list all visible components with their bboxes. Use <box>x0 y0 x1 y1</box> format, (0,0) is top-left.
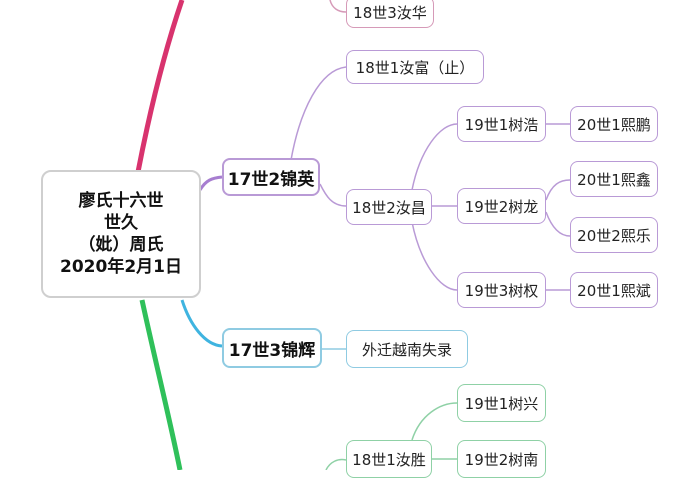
node-19-3-shuquan[interactable]: 19世3树权 <box>457 272 546 308</box>
node-17-2-jinying[interactable]: 17世2锦英 <box>222 158 320 196</box>
node-19-1-shuhao[interactable]: 19世1树浩 <box>457 106 546 142</box>
root-node[interactable]: 廖氏十六世 世久 （妣）周氏 2020年2月1日 <box>41 170 201 298</box>
node-19-1-shuxing[interactable]: 19世1树兴 <box>457 384 546 422</box>
node-19-2-shunan[interactable]: 19世2树南 <box>457 440 546 478</box>
node-emigrated-vietnam[interactable]: 外迁越南失录 <box>346 330 468 368</box>
node-20-1-xibin[interactable]: 20世1熙斌 <box>570 272 658 308</box>
node-18-1-rusheng[interactable]: 18世1汝胜 <box>346 440 432 478</box>
node-20-1-xipeng[interactable]: 20世1熙鹏 <box>570 106 658 142</box>
node-19-2-shulong[interactable]: 19世2树龙 <box>457 188 546 224</box>
root-line-1: 廖氏十六世 <box>78 191 164 211</box>
node-20-1-xixin[interactable]: 20世1熙鑫 <box>570 161 658 197</box>
node-20-2-xile[interactable]: 20世2熙乐 <box>570 217 658 253</box>
root-line-2: 世久 <box>104 213 138 233</box>
node-18-2-ruchang[interactable]: 18世2汝昌 <box>346 189 432 225</box>
node-18-1-rufu[interactable]: 18世1汝富（止） <box>346 50 484 84</box>
root-line-4: 2020年2月1日 <box>60 257 182 277</box>
node-18-3-ruhua[interactable]: 18世3汝华 <box>346 0 434 28</box>
root-line-3: （妣）周氏 <box>78 235 164 255</box>
node-17-3-jinhui[interactable]: 17世3锦辉 <box>222 328 322 368</box>
